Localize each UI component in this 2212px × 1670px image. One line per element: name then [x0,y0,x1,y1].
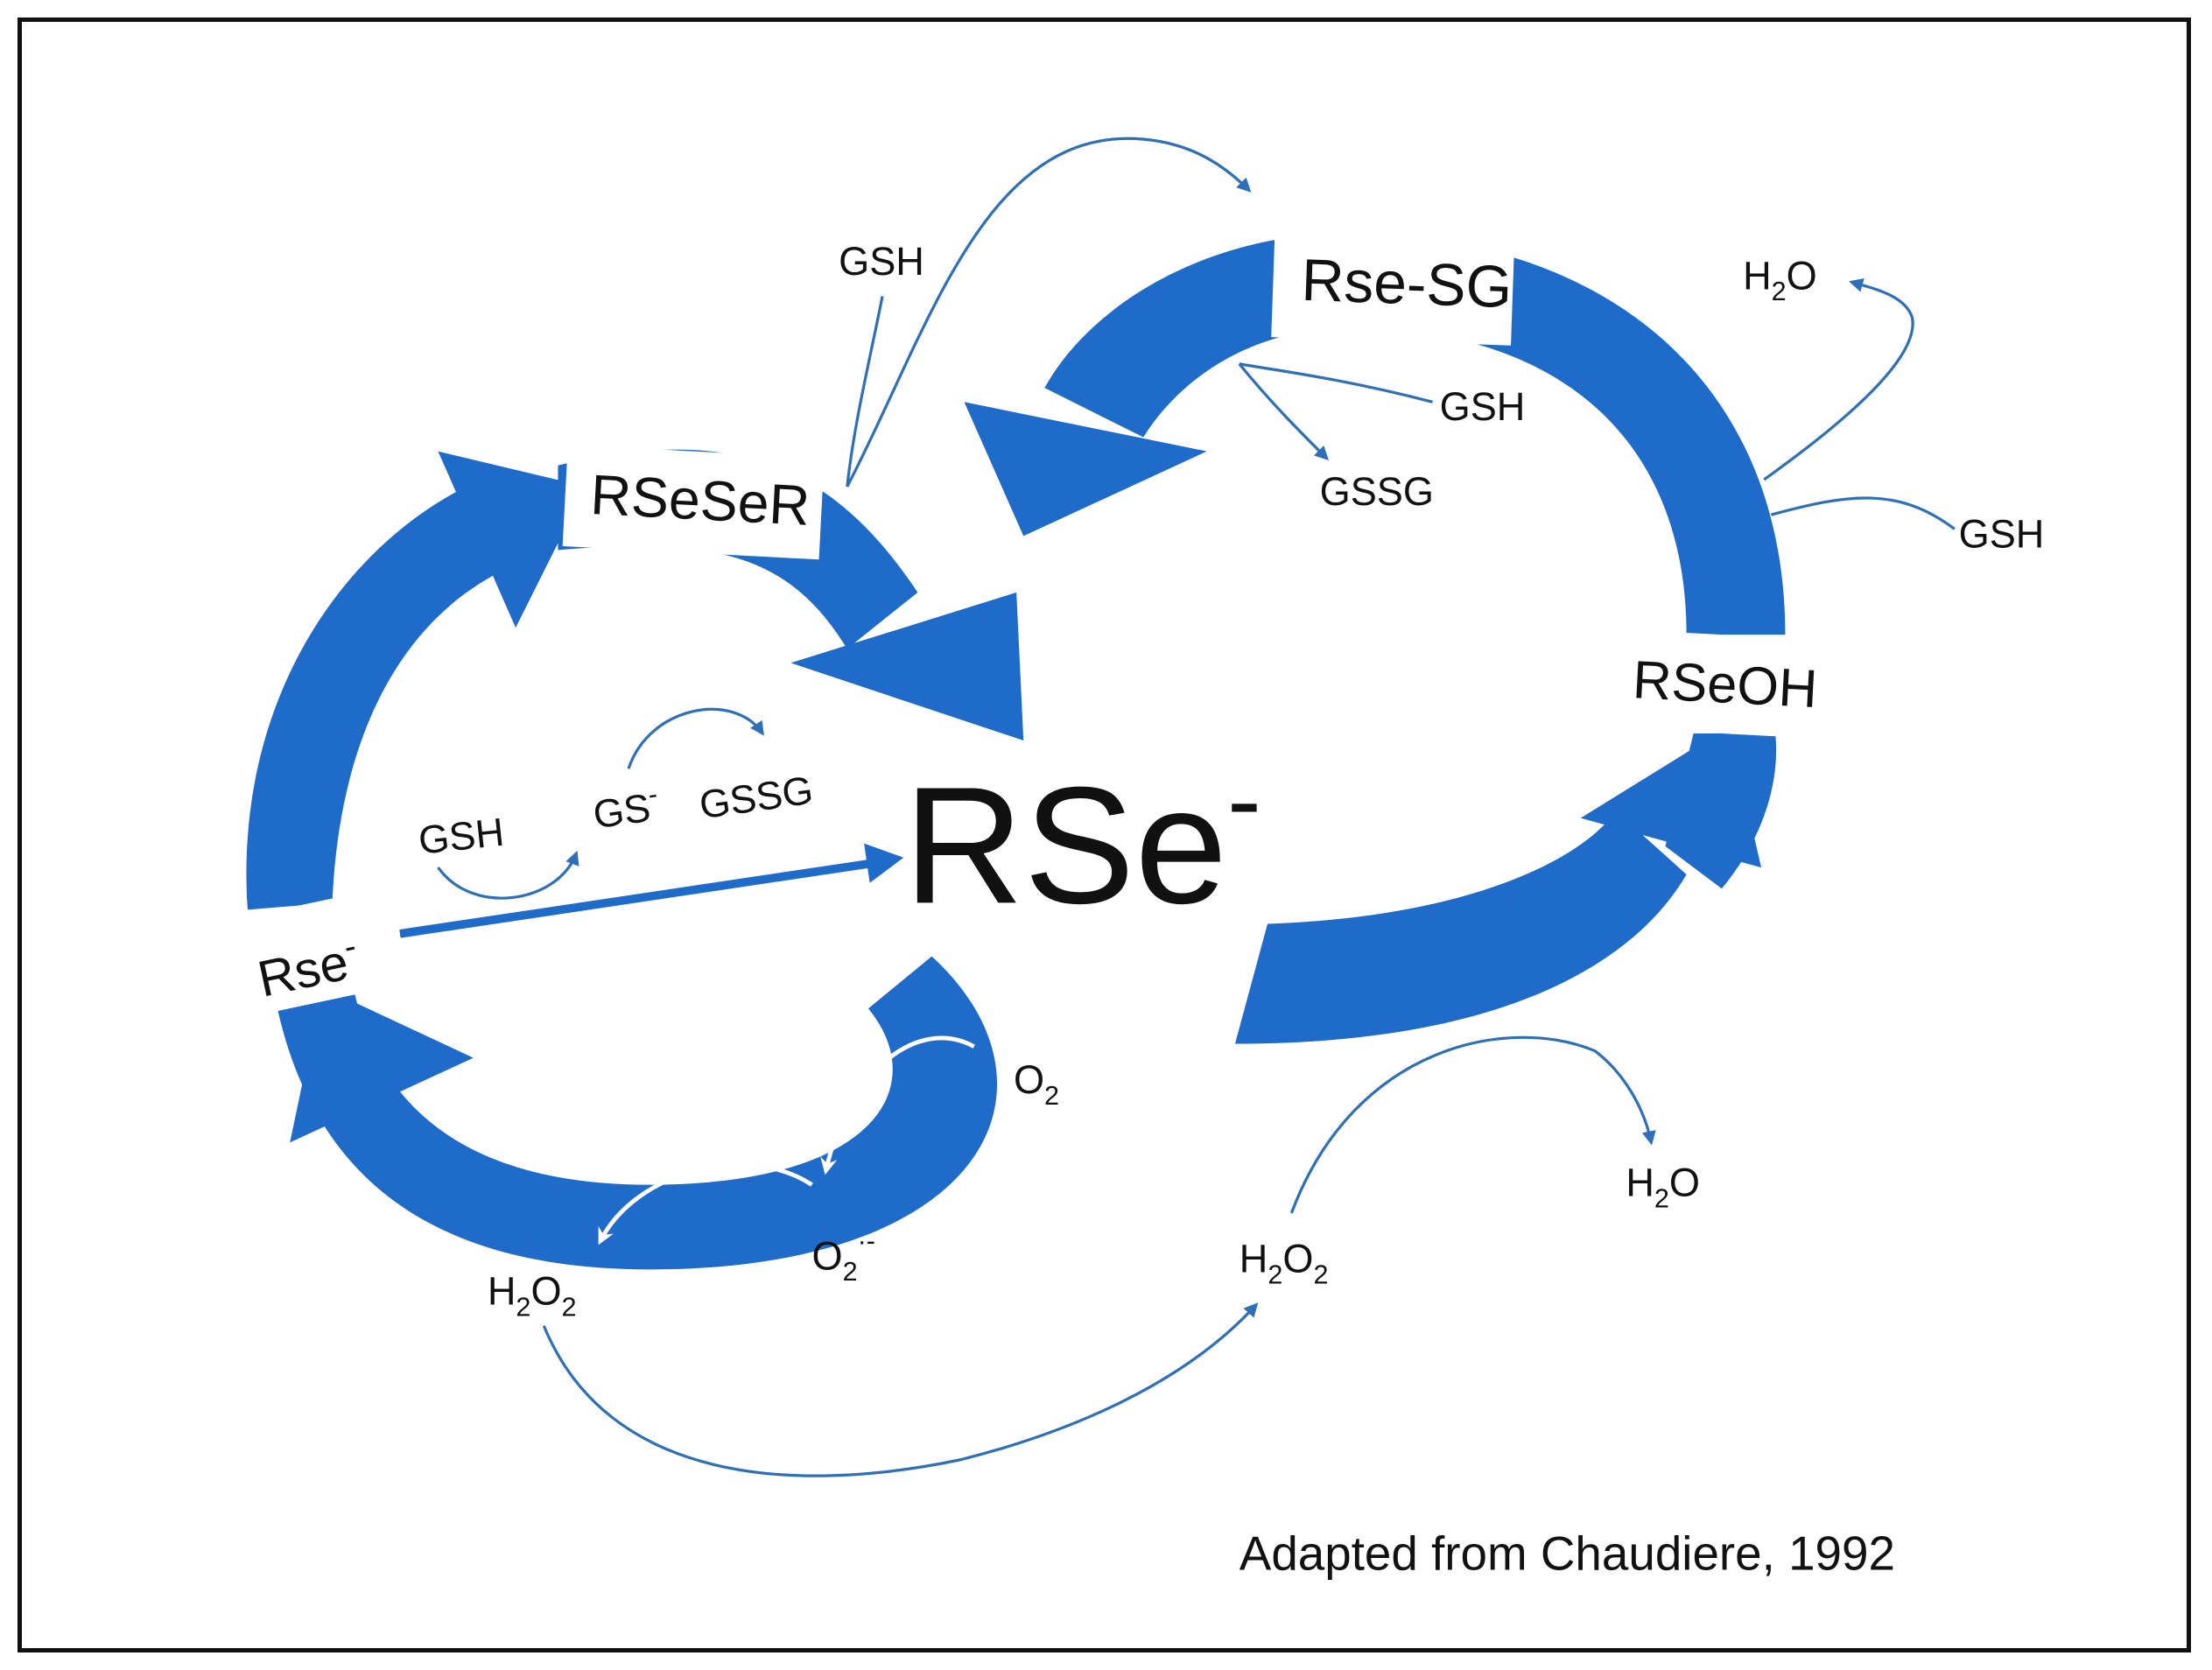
h2o-top-arrow [1763,277,1914,481]
gssg-mid-label: GSSG [1320,469,1434,514]
o2-label: O2 [1014,1057,1059,1111]
right-upper-arrowhead [964,402,1207,537]
gsh-top-line [846,296,884,488]
gsh-mid-line [1239,362,1433,403]
h2o-bottom-arrow [1289,1035,1656,1214]
left-lower-band [276,956,998,1270]
rse-to-center-arrowhead [864,843,904,883]
right-cycle [964,232,1786,1044]
gsh-inner-arrow [437,850,579,900]
thin-arrows [437,137,1956,1477]
rse-sg-label: Rse-SG [1300,248,1513,320]
gsh-mid-label: GSH [1440,384,1526,429]
white-curve-2 [598,1162,813,1245]
gsh-right-label: GSH [1959,511,2045,556]
rseser-label: RSeSeR [589,463,811,537]
gsh-inner-label: GSH [417,810,507,863]
h2o2-left-label: H2O2 [488,1269,577,1323]
rseoh-plate [1620,629,1823,739]
gssg-mid-arrow [1238,362,1329,461]
center-rse-label: RSe- [903,743,1261,938]
h2o2-transfer-arrow [542,1302,1259,1477]
right-side-band [1665,733,1777,889]
gs-gssg-arrow [627,707,764,769]
white-curve-1 [820,1035,975,1175]
rseoh-label: RSeOH [1632,649,1819,719]
top-loop-arrow [846,137,1252,488]
rse-left-plate [228,892,381,1017]
left-upper-arrowhead [438,451,586,628]
rseser-to-center-arrowhead [790,592,1024,741]
gsh-top-label: GSH [839,239,924,284]
superoxide-label: O2·- [812,1226,876,1287]
gs-inner-label: GS- [590,779,662,837]
rse-sg-plate [1271,221,1515,346]
rse-to-center-arrow [399,859,874,938]
left-lower-arrowhead [290,987,474,1143]
rseser-plate [562,445,825,560]
h2o-top-label: H2O [1743,253,1817,306]
right-upper-band [1044,232,1786,635]
left-upper-band [246,486,502,910]
gssg-inner-label: GSSG [697,768,816,828]
h2o2-right-label: H2O2 [1239,1237,1329,1290]
figure-frame [18,18,2191,1652]
right-lower-band [1234,810,1687,1044]
caption: Adapted from Chaudiere, 1992 [1239,1526,1895,1581]
gsh-right-line [1770,496,1956,530]
h2o-bottom-label: H2O [1626,1161,1700,1214]
